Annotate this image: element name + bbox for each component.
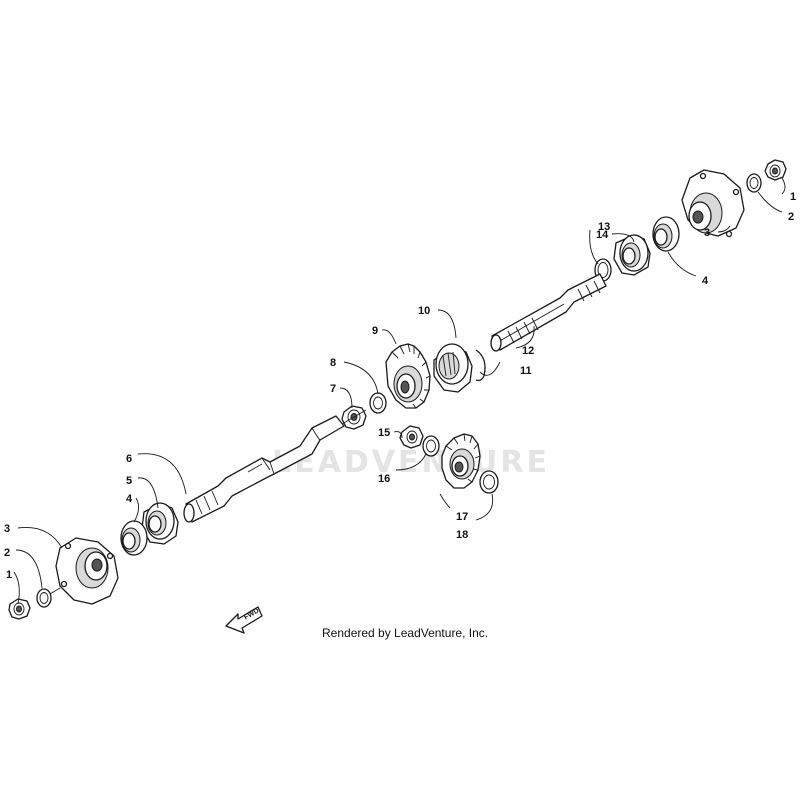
washer-right (746, 173, 762, 193)
hub-right (681, 169, 745, 238)
nut-right (764, 159, 787, 181)
ring-gear-9 (385, 343, 431, 409)
callout-1-right: 1 (790, 191, 796, 203)
callout-8: 8 (330, 357, 336, 369)
callout-1-left: 1 (6, 569, 12, 581)
callout-10: 10 (418, 305, 430, 317)
callout-2-left: 2 (4, 547, 10, 559)
callout-9: 9 (372, 325, 378, 337)
credit-text: Rendered by LeadVenture, Inc. (322, 626, 488, 640)
callout-3-left: 3 (4, 523, 10, 535)
seal-left (120, 520, 148, 556)
clip-11 (475, 349, 486, 382)
washer-left (36, 588, 52, 608)
callout-11: 11 (520, 365, 532, 377)
nut-15 (399, 425, 424, 449)
washer-8 (369, 392, 387, 414)
callout-6: 6 (126, 453, 132, 465)
callout-3-right: 3 (704, 227, 710, 239)
callout-18: 18 (456, 529, 468, 541)
washer-16 (422, 435, 440, 457)
callout-15: 15 (378, 427, 390, 439)
callout-2-right: 2 (788, 211, 794, 223)
hub-left (55, 537, 119, 605)
callout-5: 5 (126, 475, 132, 487)
fwd-arrow-icon: FWD (225, 606, 263, 634)
callout-4-right: 4 (702, 275, 709, 287)
callout-4-left: 4 (126, 493, 133, 505)
seal-right (652, 216, 680, 252)
callout-7: 7 (330, 383, 336, 395)
callout-16: 16 (378, 473, 390, 485)
bearing-14 (613, 234, 651, 276)
ring-18 (479, 470, 499, 494)
callout-12: 12 (522, 345, 534, 357)
nut-7 (341, 405, 367, 430)
nut-left (8, 598, 31, 620)
watermark: LEADVENTURE (272, 445, 550, 480)
leader-lines (13, 177, 786, 605)
callout-13: 13 (598, 221, 610, 233)
bearing-5 (141, 502, 179, 545)
callout-17: 17 (456, 511, 468, 523)
bearing-10 (433, 343, 473, 393)
pinion-gear-17 (441, 433, 481, 489)
output-shaft-12 (490, 273, 607, 352)
callout-14: 14 (596, 229, 609, 241)
callout-labels: 1 2 3 4 14 13 10 9 8 7 12 11 15 16 17 18… (4, 191, 796, 581)
drive-shaft-6 (183, 415, 345, 523)
